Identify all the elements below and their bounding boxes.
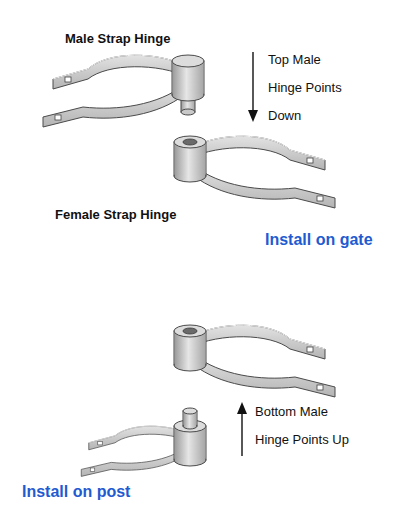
female-strap-hinge [174, 325, 335, 397]
male-strap-hinge [43, 55, 204, 127]
direction-note: Bottom Male Hinge Points Up [255, 398, 355, 454]
part-name: Male Strap Hinge [65, 30, 170, 48]
install-heading: Install on gate [265, 230, 373, 250]
part-name: Female Strap Hinge [55, 206, 176, 224]
female-strap-hinge [174, 136, 335, 208]
direction-arrow [248, 52, 258, 122]
direction-note: Top Male Hinge Points Down [268, 46, 348, 130]
install-heading: Install on post [22, 482, 130, 502]
direction-arrow [237, 402, 247, 456]
male-strap-hinge [81, 408, 206, 476]
